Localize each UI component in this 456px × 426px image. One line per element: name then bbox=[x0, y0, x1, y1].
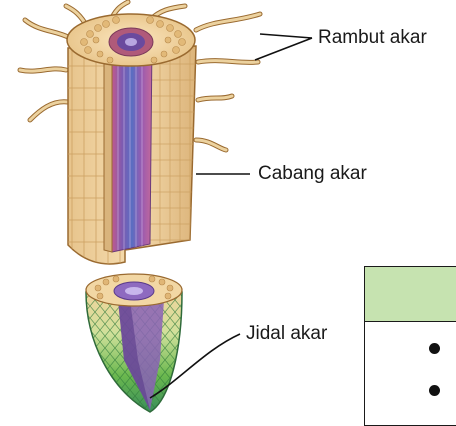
bullet-point bbox=[429, 343, 441, 355]
bullet-dot-icon bbox=[429, 385, 440, 396]
root-tip-section bbox=[86, 274, 182, 412]
bullet-dot-icon bbox=[429, 343, 440, 354]
label-cabang-akar: Cabang akar bbox=[258, 164, 367, 183]
label-rambut-akar: Rambut akar bbox=[318, 28, 427, 47]
info-table bbox=[364, 266, 456, 426]
info-table-header bbox=[365, 267, 456, 322]
label-jidal-akar: Jidal akar bbox=[246, 324, 327, 343]
root-branch-section bbox=[67, 14, 196, 264]
bullet-point bbox=[429, 385, 441, 397]
